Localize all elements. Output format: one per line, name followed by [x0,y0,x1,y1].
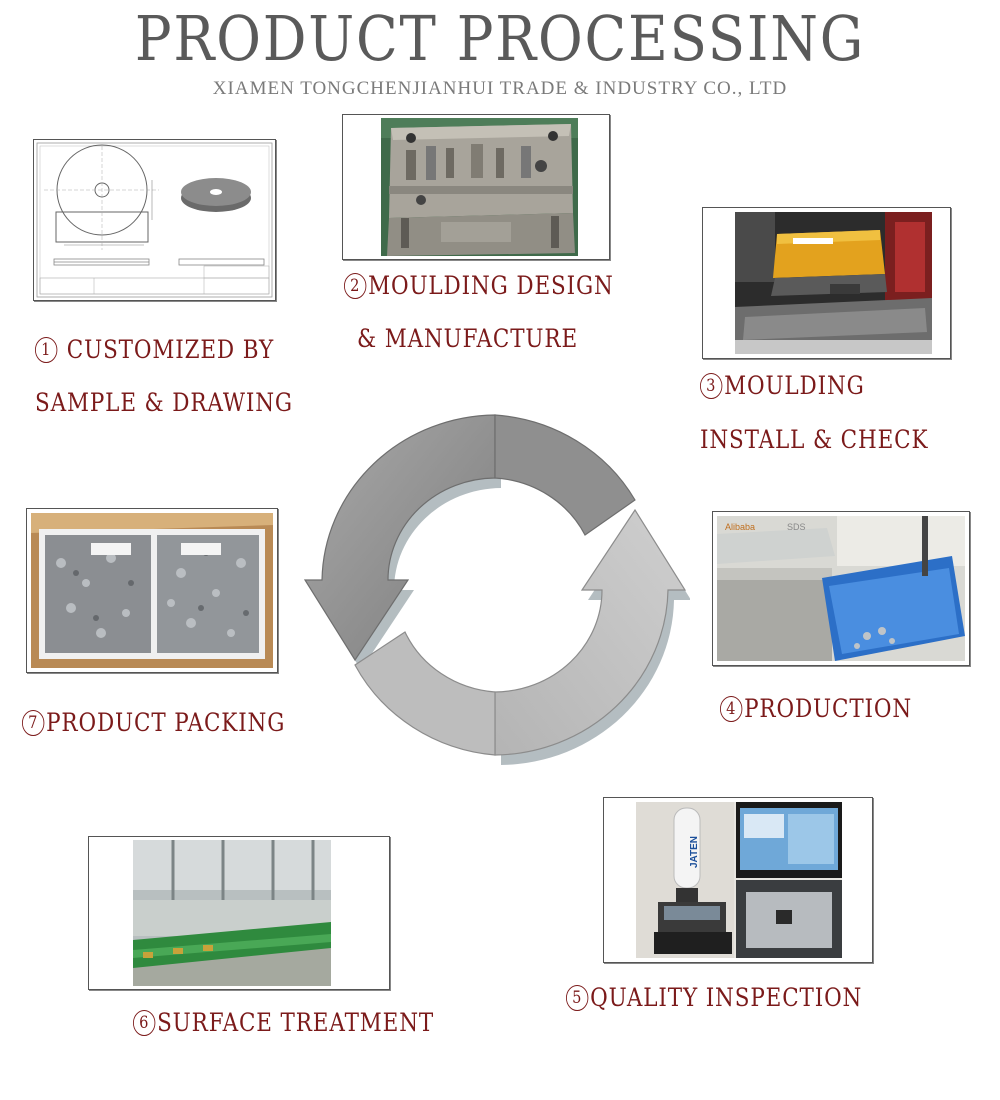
step-3-label-line2: INSTALL & CHECK [700,425,929,454]
mould-photo [381,118,578,256]
sds-stamp-text: SDS [787,522,806,532]
company-name: XIAMEN TONGCHENJIANHUI TRADE & INDUSTRY … [212,78,788,99]
cycle-arrows-icon [303,414,690,765]
press-photo [735,212,932,354]
step-3-image [702,207,951,359]
step-2-image [342,114,610,260]
step-1-label: 1 CUSTOMIZED BY [35,335,274,364]
process-cycle-graphic [300,410,690,780]
surface-treatment-photo [133,840,331,986]
page-title: PRODUCT PROCESSING [134,2,866,75]
step-6-image [88,836,390,990]
step-1-label-line2: SAMPLE & DRAWING [35,388,293,417]
packing-photo [31,513,273,668]
svg-text:Alibaba: Alibaba [725,522,755,532]
technical-drawing [36,142,273,298]
step-5-image: JATEN [603,797,873,963]
step-2-label-line2: & MANUFACTURE [357,324,579,353]
jaten-brand-text: JATEN [689,836,700,868]
production-photo: Alibaba SDS [717,516,965,661]
step-7-image [26,508,278,673]
step-4-image: Alibaba SDS [712,511,970,666]
inspection-photo: JATEN [636,802,842,958]
step-1-image [33,139,276,301]
